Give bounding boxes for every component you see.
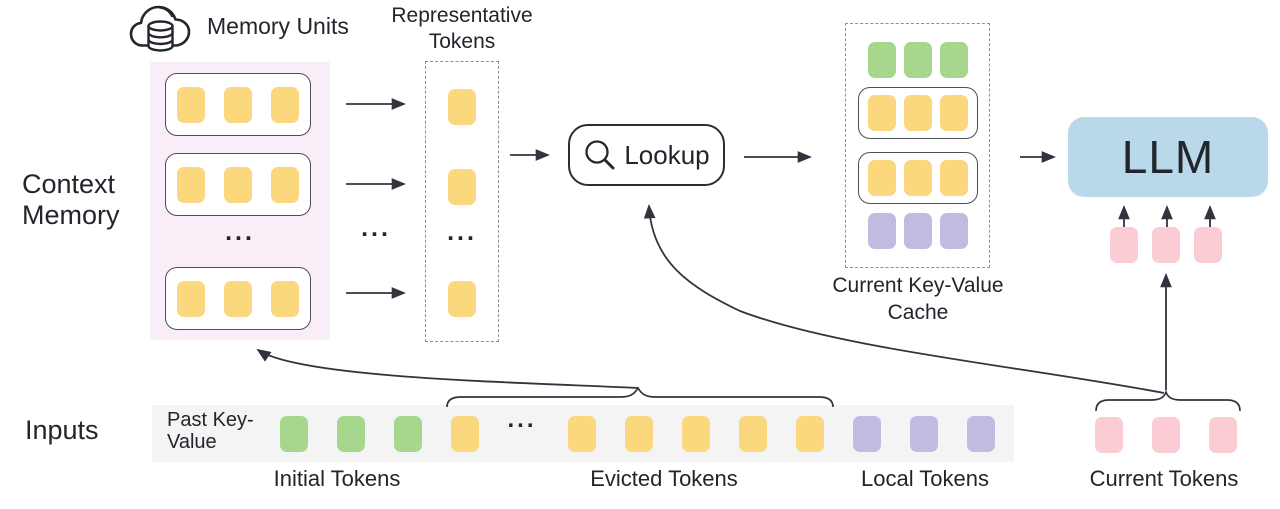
purple-token <box>967 416 995 452</box>
inputs-label: Inputs <box>25 415 99 445</box>
yellow-token <box>568 416 596 452</box>
yellow-token <box>224 280 252 317</box>
green-token <box>280 416 308 452</box>
current-tokens-label: Current Tokens <box>1089 466 1239 491</box>
memory-unit <box>165 153 311 216</box>
green-token <box>903 42 932 78</box>
cache-row-memory-unit <box>857 152 978 204</box>
cache-row-initial <box>846 42 989 78</box>
purple-token <box>867 213 896 249</box>
search-icon <box>585 140 615 170</box>
green-token <box>394 416 422 452</box>
yellow-token <box>271 166 299 203</box>
representative-ellipsis: ... <box>447 218 477 246</box>
initial-tokens-label: Initial Tokens <box>273 466 401 491</box>
yellow-token <box>625 416 653 452</box>
yellow-token <box>271 86 299 123</box>
yellow-token <box>448 89 476 125</box>
between-ellipsis: ... <box>361 214 391 242</box>
local-tokens-label: Local Tokens <box>860 466 989 491</box>
memory-ellipsis: ... <box>225 218 255 246</box>
memory-unit <box>165 73 311 136</box>
yellow-token <box>867 160 896 196</box>
yellow-token <box>271 280 299 317</box>
evicted-tokens-group <box>451 416 479 452</box>
yellow-token <box>939 95 968 131</box>
lookup-button[interactable]: Lookup <box>568 124 725 186</box>
cache-row-local <box>846 213 989 249</box>
pink-token-to-llm-arrows <box>1118 205 1216 227</box>
past-key-value-label: Past Key-Value <box>167 409 254 453</box>
yellow-token <box>451 416 479 452</box>
green-token <box>337 416 365 452</box>
yellow-token <box>682 416 710 452</box>
pink-token <box>1110 227 1138 263</box>
evicted-tokens-group <box>568 416 824 452</box>
pink-token <box>1152 227 1180 263</box>
evicted-ellipsis: ... <box>507 406 537 433</box>
purple-token <box>939 213 968 249</box>
yellow-token <box>224 166 252 203</box>
context-memory-label: Context Memory <box>22 169 120 230</box>
lookup-label: Lookup <box>624 139 710 170</box>
representative-token-slot <box>448 281 476 317</box>
memory-to-representative-arrows <box>346 98 406 299</box>
representative-tokens-label: Representative Tokens <box>391 4 533 53</box>
representative-token-slot <box>448 169 476 205</box>
yellow-token <box>224 86 252 123</box>
llm-input-tokens <box>1110 227 1222 263</box>
cache-row-memory-unit <box>857 87 978 139</box>
green-token <box>939 42 968 78</box>
yellow-token <box>796 416 824 452</box>
memory-unit <box>165 267 311 330</box>
purple-token <box>903 213 932 249</box>
pink-token <box>1209 417 1237 453</box>
yellow-token <box>177 166 205 203</box>
yellow-token <box>448 169 476 205</box>
context-memory-box: ... <box>150 62 330 340</box>
cloud-database-icon <box>129 5 191 52</box>
current-kv-cache-label: Current Key-Value Cache <box>832 274 1004 324</box>
local-tokens-group <box>853 416 995 452</box>
yellow-token <box>739 416 767 452</box>
purple-token <box>910 416 938 452</box>
yellow-token <box>177 86 205 123</box>
representative-token-slot <box>448 89 476 125</box>
yellow-token <box>448 281 476 317</box>
yellow-token <box>867 95 896 131</box>
green-token <box>867 42 896 78</box>
current-tokens-brace <box>1095 389 1241 412</box>
pink-token <box>1194 227 1222 263</box>
evicted-to-memory-arrow <box>256 348 639 389</box>
memory-units-label: Memory Units <box>207 13 349 39</box>
yellow-token <box>903 160 932 196</box>
yellow-token <box>903 95 932 131</box>
representative-tokens-box: ... <box>425 61 499 342</box>
pink-token <box>1152 417 1180 453</box>
pink-token <box>1095 417 1123 453</box>
yellow-token <box>939 160 968 196</box>
yellow-token <box>177 280 205 317</box>
initial-tokens-group <box>280 416 422 452</box>
evicted-tokens-label: Evicted Tokens <box>590 466 738 491</box>
llm-box: LLM <box>1068 117 1268 197</box>
current-tokens-group <box>1095 417 1237 453</box>
current-kv-cache-box <box>845 23 990 268</box>
purple-token <box>853 416 881 452</box>
llm-label: LLM <box>1121 131 1215 183</box>
